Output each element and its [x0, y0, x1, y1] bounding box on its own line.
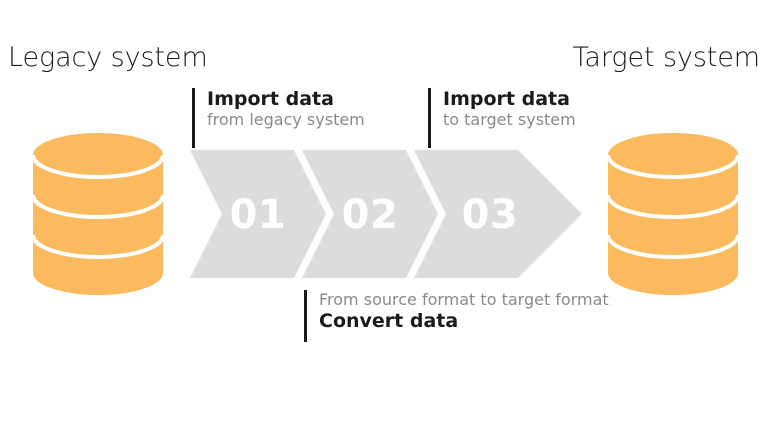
- chevron-number-3: 03: [462, 192, 519, 238]
- callout-import-to-target-subtitle: to target system: [443, 110, 576, 130]
- chevron-step-1: [190, 150, 326, 278]
- callout-import-to-target-title: Import data: [443, 88, 570, 110]
- callout-convert-data-subtitle: From source format to target format: [319, 290, 609, 309]
- callout-import-from-legacy-title: Import data: [207, 88, 334, 110]
- callout-import-to-target: Import data to target system: [428, 88, 576, 148]
- callout-import-from-legacy-subtitle: from legacy system: [207, 110, 365, 130]
- target-database-icon: [608, 133, 738, 295]
- callout-import-from-legacy: Import data from legacy system: [192, 88, 365, 148]
- process-chevron-band: 01 02 03: [190, 150, 582, 278]
- callout-convert-data: From source format to target format Conv…: [304, 290, 609, 342]
- target-system-label: Target system: [572, 42, 761, 73]
- chevron-number-1: 01: [230, 192, 287, 238]
- callout-convert-data-title: Convert data: [319, 309, 459, 332]
- chevron-step-3: [414, 150, 582, 278]
- legacy-system-label: Legacy system: [8, 42, 208, 73]
- legacy-database-icon: [33, 133, 163, 295]
- chevron-number-2: 02: [342, 192, 399, 238]
- chevron-step-2: [302, 150, 438, 278]
